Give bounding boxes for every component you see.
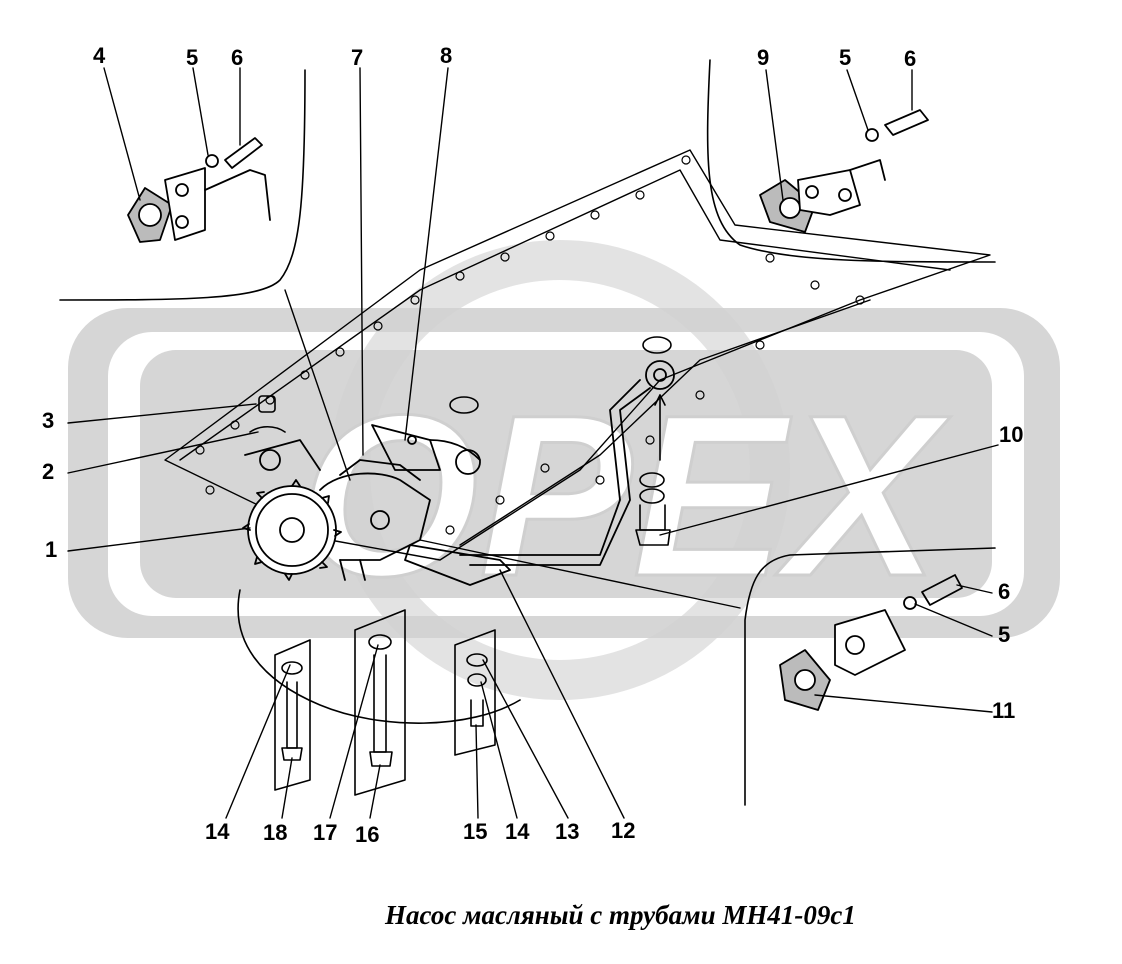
oil-pump-assembly [242, 439, 431, 581]
flange-set-top-left [127, 137, 271, 243]
callout-18: 18 [263, 820, 288, 845]
diagram-caption: Насос масляный с трубами МН41-09с1 [385, 900, 856, 930]
callout-17: 17 [313, 820, 338, 845]
bolt-set-13-15 [454, 629, 496, 756]
callout-3: 3 [42, 408, 55, 433]
callout-5-top-left: 5 [186, 45, 199, 70]
callout-5-top-right: 5 [839, 45, 852, 70]
bracket-and-tubes [371, 360, 675, 586]
bolt-set-14-18 [274, 639, 311, 791]
callout-16: 16 [355, 822, 380, 847]
callout-14-right: 14 [505, 819, 530, 844]
callout-14-left: 14 [205, 819, 230, 844]
flange-set-top-right [759, 109, 929, 233]
callout-12: 12 [611, 818, 636, 843]
callout-11: 11 [992, 698, 1016, 723]
parts-2-3 [249, 395, 286, 433]
callout-13: 13 [555, 819, 580, 844]
callout-1: 1 [45, 537, 58, 562]
callout-4-top: 4 [93, 43, 106, 68]
callout-9: 9 [757, 45, 770, 70]
callout-7: 7 [351, 45, 364, 70]
callout-8: 8 [440, 43, 453, 68]
fitting-10 [449, 336, 672, 546]
bolt-set-16-17 [354, 609, 406, 796]
callout-15: 15 [463, 819, 488, 844]
crankcase-outline [59, 59, 996, 806]
callout-6-right: 6 [998, 579, 1011, 604]
callout-5-right: 5 [998, 622, 1011, 647]
callout-2: 2 [42, 459, 55, 484]
oil-pan [164, 149, 991, 561]
callout-6-top-right: 6 [904, 46, 917, 71]
watermark-logo: OPEX [68, 240, 1060, 700]
flange-set-right [779, 574, 963, 711]
callout-6-top-left: 6 [231, 45, 244, 70]
leader-lines [67, 67, 999, 819]
callout-10: 10 [999, 422, 1024, 447]
